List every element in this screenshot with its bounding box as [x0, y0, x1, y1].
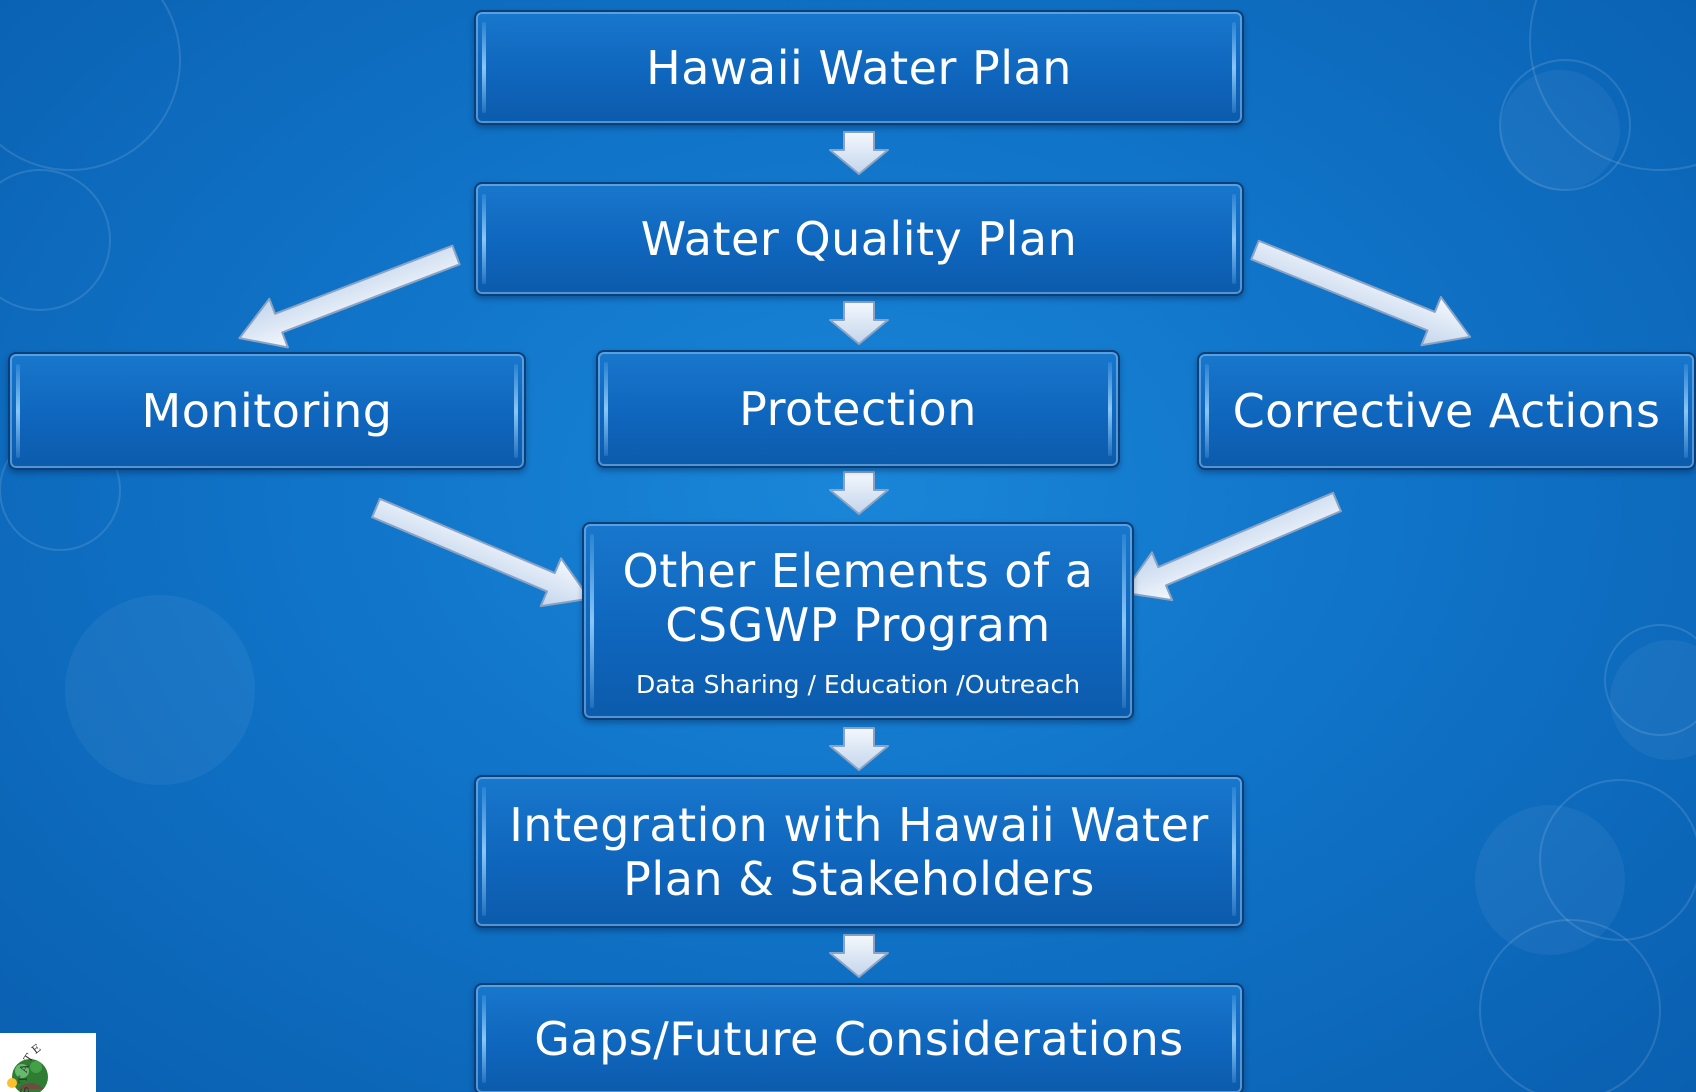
state-seal-logo: STATE	[0, 1033, 96, 1092]
box-hawaii-water-plan: Hawaii Water Plan	[474, 10, 1244, 125]
box-corrective-actions-label: Corrective Actions	[1232, 384, 1661, 438]
state-seal-icon: STATE	[7, 1040, 48, 1092]
box-other-elements-sublabel: Data Sharing / Education /Outreach	[635, 669, 1081, 699]
box-protection: Protection	[596, 350, 1120, 468]
box-monitoring: Monitoring	[8, 352, 526, 470]
box-other-elements-label: Other Elements of a CSGWP Program	[622, 543, 1094, 652]
box-monitoring-label: Monitoring	[141, 384, 393, 438]
box-gaps-label: Gaps/Future Considerations	[534, 1012, 1184, 1066]
box-water-quality-plan: Water Quality Plan	[474, 182, 1244, 296]
box-gaps: Gaps/Future Considerations	[474, 983, 1244, 1092]
box-water-quality-plan-label: Water Quality Plan	[640, 212, 1078, 266]
box-protection-label: Protection	[739, 382, 977, 436]
box-other-elements: Other Elements of a CSGWP Program Data S…	[582, 522, 1134, 720]
box-integration-label: Integration with Hawaii Water Plan & Sta…	[509, 797, 1209, 906]
box-integration: Integration with Hawaii Water Plan & Sta…	[474, 775, 1244, 928]
box-corrective-actions: Corrective Actions	[1197, 352, 1696, 470]
box-hawaii-water-plan-label: Hawaii Water Plan	[646, 40, 1072, 95]
